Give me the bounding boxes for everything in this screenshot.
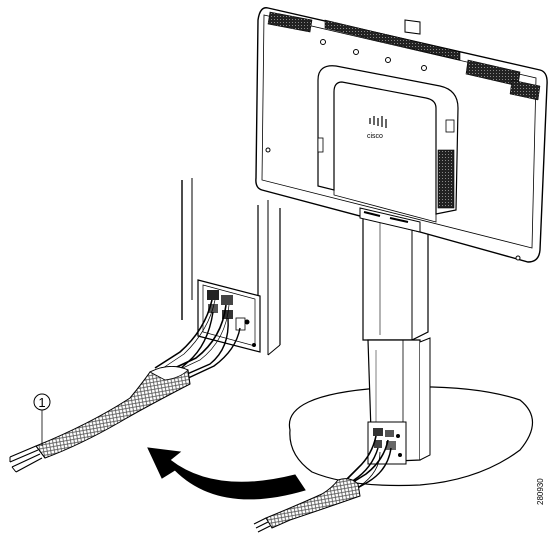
column-cables: [339, 435, 392, 495]
svg-text:1: 1: [38, 395, 45, 410]
callout-1: 1: [33, 393, 51, 446]
wall-mount-section: [181, 178, 281, 356]
monitor-rear: cisco: [255, 7, 548, 263]
top-vent: [324, 19, 461, 61]
left-corner-vent: [267, 11, 313, 33]
curved-arrow-icon: [147, 447, 306, 500]
column-cable-sleeve: [253, 478, 361, 533]
figure-id: 280930: [536, 478, 545, 505]
svg-text:cisco: cisco: [367, 133, 383, 140]
wall-cables: [154, 299, 241, 381]
braided-cable-sleeve: [9, 366, 191, 473]
cisco-logo: cisco: [367, 116, 387, 140]
